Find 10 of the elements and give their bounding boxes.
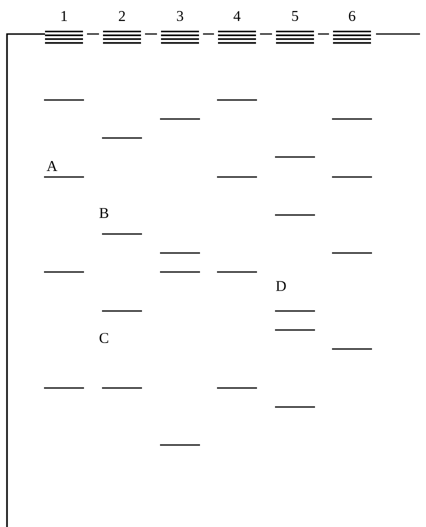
- band-label: D: [276, 281, 286, 291]
- band-label: C: [100, 332, 108, 344]
- lane-number: 6: [348, 10, 356, 22]
- band-label: A: [46, 161, 58, 171]
- band-label: B: [99, 208, 108, 218]
- lane-number: 3: [176, 10, 184, 22]
- lane-number: 2: [118, 11, 125, 21]
- lane-number: 5: [292, 11, 298, 21]
- lane-number: 4: [234, 11, 241, 21]
- lane-number: 1: [62, 11, 67, 21]
